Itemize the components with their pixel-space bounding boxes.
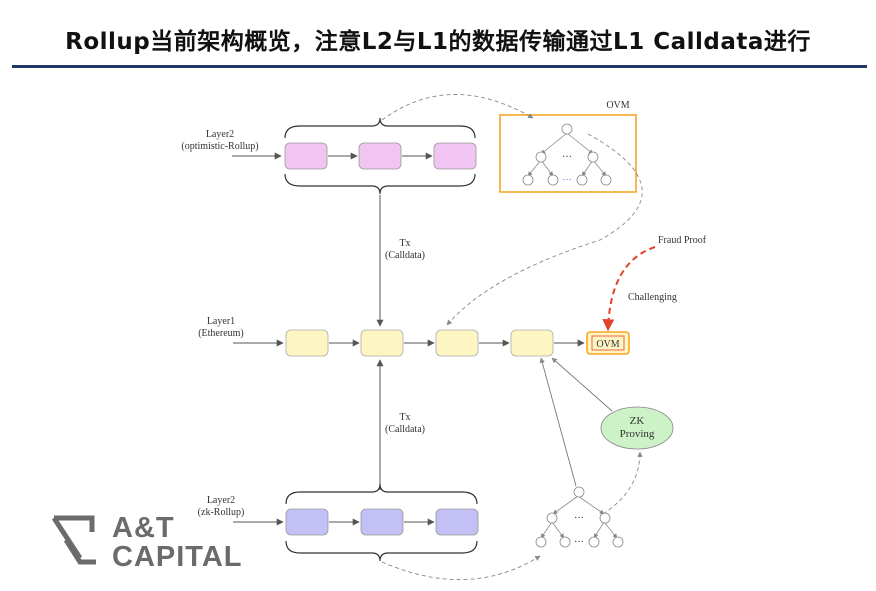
zk-tree-ellipsis-top: ···: [574, 513, 584, 524]
ovm-tree-ellipsis-top: ···: [562, 152, 572, 163]
fraud-proof-arrow: [602, 246, 656, 332]
optimistic-block-3: [433, 142, 477, 170]
layer2-optimistic-label-line2: (optimistic-Rollup): [181, 141, 258, 152]
zk-proving-line1: ZK: [630, 415, 645, 427]
ethereum-block-4: [510, 329, 554, 357]
logo-mark-icon: [51, 515, 96, 565]
optimistic-rollup-group: Layer2 (optimistic-Rollup): [181, 117, 477, 195]
layer2-zk-label-line2: (zk-Rollup): [198, 507, 245, 518]
tx-bottom-label-line2: (Calldata): [385, 424, 425, 435]
zk-bottom-brace: [285, 540, 478, 562]
zk-proving-line2: Proving: [620, 428, 655, 440]
logo-text-line1: A&T: [112, 512, 175, 544]
zk-tree-to-layer1-arrow: [539, 357, 577, 487]
tx-top-label-line2: (Calldata): [385, 250, 425, 261]
zk-proving-group: ZK Proving: [551, 357, 674, 450]
title-underline: [12, 65, 867, 68]
optimistic-block-2: [358, 142, 402, 170]
zk-rollup-to-tree-dashed-arrow: [381, 555, 541, 580]
fraud-proof-label: Fraud Proof: [658, 235, 707, 246]
ethereum-block-1: [285, 329, 329, 357]
optimistic-top-brace: [284, 117, 476, 139]
layer1-label-line1: Layer1: [207, 316, 235, 327]
optimistic-block-1: [284, 142, 328, 170]
zk-state-tree: ··· ···: [535, 357, 643, 548]
zk-proving-ellipse: [600, 406, 674, 450]
ovm-execution-box: OVM ··· ···: [499, 100, 637, 193]
optimistic-to-ovm-dashed-arrow: [381, 94, 534, 121]
ovm-tree-root-node: [561, 123, 573, 135]
ethereum-block-3: [435, 329, 479, 357]
layer1-ethereum-group: Layer1 (Ethereum) OVM: [198, 316, 630, 357]
zk-proof-to-layer1-arrow: [551, 357, 613, 412]
challenging-label: Challenging: [628, 292, 677, 303]
zk-rollup-group: Layer2 (zk-Rollup): [198, 483, 479, 562]
layer2-optimistic-label-line1: Layer2: [206, 129, 234, 140]
tx-bottom-label-line1: Tx: [399, 412, 410, 423]
ovm-challenge-block: [586, 331, 630, 355]
ovm-to-layer1-dashed-arrow: [446, 133, 643, 326]
zk-tree-to-proving-dashed-arrow: [602, 451, 643, 515]
zk-block-2: [360, 508, 404, 536]
at-capital-logo: A&T CAPITAL: [51, 512, 243, 572]
optimistic-bottom-brace: [284, 173, 476, 195]
zk-top-brace: [285, 483, 478, 505]
zk-tree-root-node: [573, 486, 585, 498]
page-title: Rollup当前架构概览，注意L2与L1的数据传输通过L1 Calldata进行: [65, 29, 811, 55]
ethereum-block-2: [360, 329, 404, 357]
layer2-zk-label-line1: Layer2: [207, 495, 235, 506]
zk-block-3: [435, 508, 479, 536]
tx-top-label-line1: Tx: [399, 238, 410, 249]
ovm-tree-ellipsis-bottom: ···: [562, 175, 572, 186]
layer1-label-line2: (Ethereum): [198, 328, 244, 339]
logo-text-line2: CAPITAL: [112, 541, 243, 572]
zk-block-1: [285, 508, 329, 536]
ovm-box-label: OVM: [606, 100, 629, 111]
ovm-block-label: OVM: [596, 339, 619, 350]
zk-tree-ellipsis-bottom: ···: [574, 537, 584, 548]
